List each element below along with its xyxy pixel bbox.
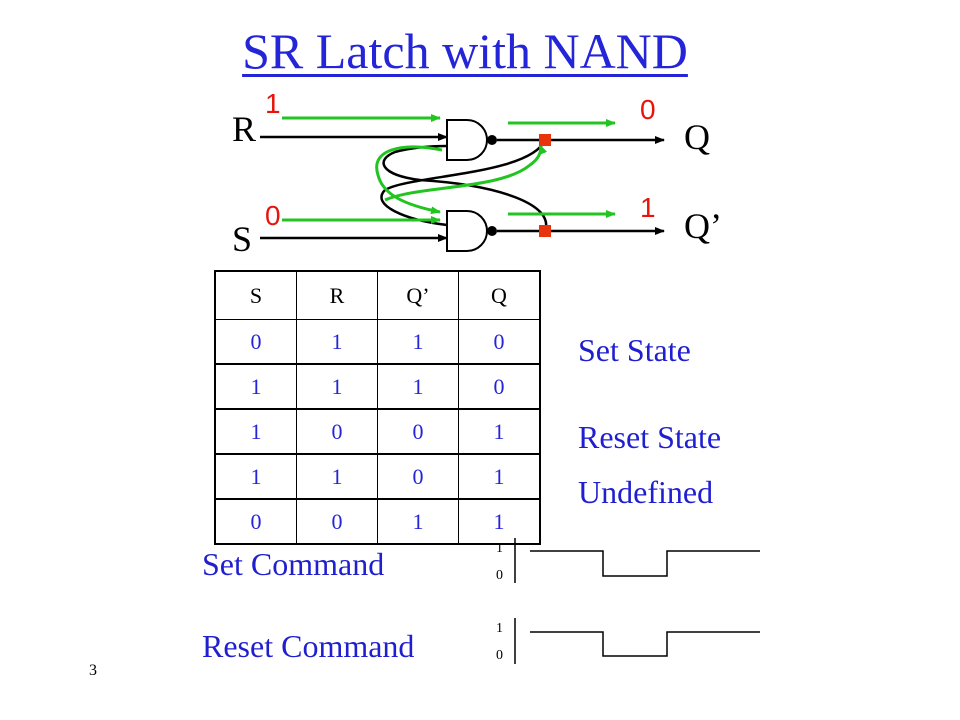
reset-command-label: Reset Command [202,628,415,664]
table-row: 0 0 1 1 [214,499,541,545]
q-bit-value: 0 [640,94,656,125]
undefined-state-label: Undefined [578,474,714,510]
table-cell: 1 [214,409,297,455]
table-cell: 1 [377,364,459,410]
waveform-reset [530,631,760,657]
waveform-set [530,550,760,577]
truth-table: S R Q’ Q 0 1 1 0 1 1 1 0 1 0 0 1 1 1 0 1… [214,270,541,545]
table-cell: 1 [377,499,459,545]
junction-node-q [539,134,551,146]
table-row: 1 1 1 0 [214,364,541,410]
junction-node-q-bar [539,225,551,237]
s-bit-value: 0 [265,200,281,231]
nand-gate-lower [446,210,488,252]
table-cell: 0 [214,499,297,545]
table-cell: 1 [458,454,541,500]
table-row: 0 1 1 0 [214,319,541,365]
table-cell: 1 [214,454,297,500]
nand-bubble-upper [487,135,497,145]
table-cell: 0 [377,409,459,455]
nand-gate-upper [446,119,488,161]
feedback-wire-q-to-lower [380,139,547,227]
s-label: S [232,219,253,259]
table-cell: 1 [296,319,378,365]
table-cell: 0 [458,319,541,365]
reset-state-label: Reset State [578,419,722,455]
set-command-label: Set Command [202,546,385,582]
page-number: 3 [89,662,97,679]
table-cell: 0 [296,409,378,455]
table-cell: 1 [296,364,378,410]
table-header-cell: S [214,271,297,320]
table-cell: 1 [214,364,297,410]
table-cell: 1 [377,319,459,365]
table-cell: 0 [214,319,297,365]
q-bar-label: Q’ [684,206,722,246]
reset-wave-high-label: 1 [496,621,503,636]
r-bit-value: 1 [265,88,281,119]
signal-arrow-feedback-lower [384,144,548,202]
signal-arrow-feedback-upper [375,145,443,215]
q-label: Q [684,117,710,157]
r-label: R [232,109,257,149]
table-cell: 0 [296,499,378,545]
q-bar-bit-value: 1 [640,192,656,223]
set-state-label: Set State [578,332,691,368]
table-cell: 0 [377,454,459,500]
table-header-cell: Q’ [377,271,459,320]
table-header-cell: R [296,271,378,320]
set-wave-low-label: 0 [496,568,503,583]
reset-wave-low-label: 0 [496,648,503,663]
table-header-cell: Q [458,271,541,320]
table-row: 1 1 0 1 [214,454,541,500]
set-wave-high-label: 1 [496,541,503,556]
table-cell: 1 [296,454,378,500]
page-title: SR Latch with NAND [242,23,688,79]
table-header-row: S R Q’ Q [214,271,541,320]
table-cell: 0 [458,364,541,410]
table-row: 1 0 0 1 [214,409,541,455]
nand-bubble-lower [487,226,497,236]
table-cell: 1 [458,499,541,545]
table-cell: 1 [458,409,541,455]
